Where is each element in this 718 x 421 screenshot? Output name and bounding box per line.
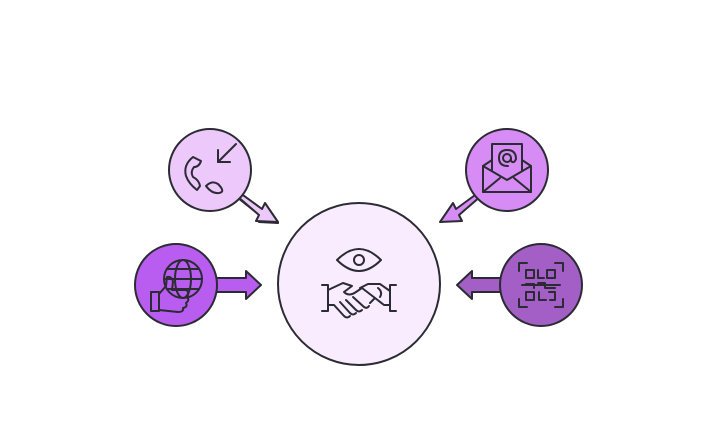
incoming-call-icon bbox=[184, 143, 237, 195]
qr-code-scan-icon bbox=[518, 262, 564, 308]
eye-icon bbox=[336, 248, 382, 272]
qr-code-node bbox=[499, 243, 583, 327]
handshake-icon bbox=[321, 282, 397, 319]
engagement-hub bbox=[277, 202, 441, 366]
thumbs-up-globe-icon bbox=[150, 259, 203, 313]
incoming-call-node bbox=[168, 128, 252, 212]
web-like-node bbox=[134, 243, 218, 327]
email-envelope-icon bbox=[482, 143, 532, 193]
email-node bbox=[465, 128, 549, 212]
